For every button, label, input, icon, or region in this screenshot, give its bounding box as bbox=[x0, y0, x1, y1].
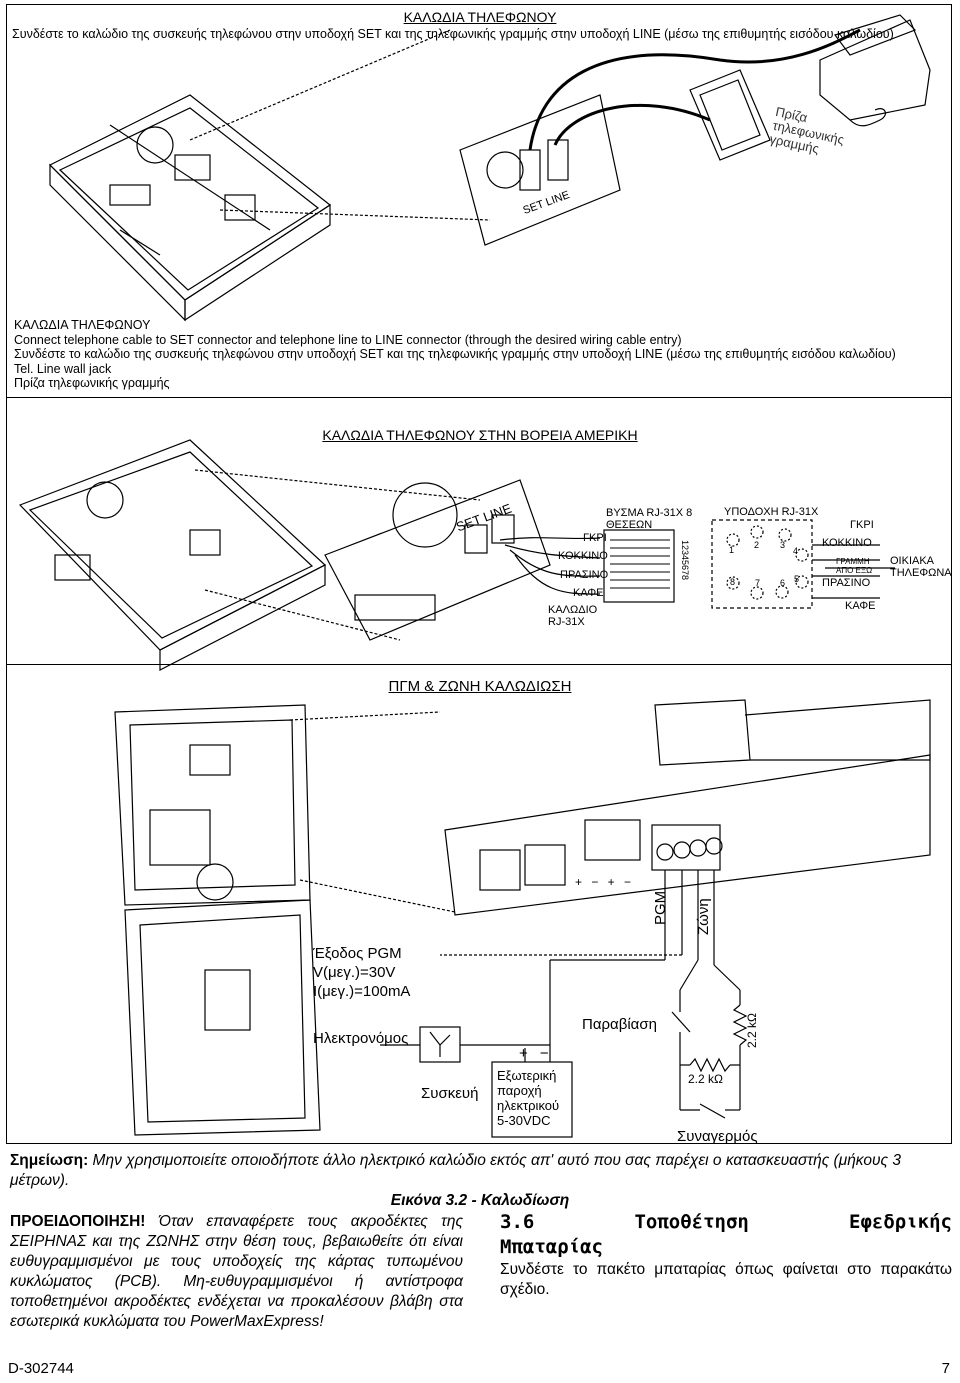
section-3-6-heading: 3.6 Τοποθέτηση Εφεδρικής Μπαταρίας bbox=[500, 1210, 952, 1260]
zone-label: Ζώνη bbox=[695, 898, 712, 935]
wire-brown-right: ΚΑΦΕ bbox=[845, 600, 876, 612]
relay-label: Ηλεκτρονόμος bbox=[313, 1030, 409, 1047]
device-label: Συσκευή bbox=[421, 1085, 479, 1102]
wire-green-left: ΠΡΑΣΙΝΟ bbox=[560, 569, 609, 581]
socket-pin-2: 2 bbox=[754, 540, 760, 550]
socket-pin-8: 8 bbox=[730, 577, 736, 587]
cable-label: ΚΑΛΩΔΙΟ RJ-31X bbox=[548, 604, 598, 628]
plug-pins: 12345678 bbox=[680, 540, 690, 581]
panel-drawing-1 bbox=[48, 94, 332, 322]
wire-gray-right: ΓΚΡΙ bbox=[850, 519, 874, 531]
wire-red-left: ΚΟΚΚΙΝΟ bbox=[558, 550, 608, 562]
divider bbox=[6, 397, 952, 398]
plug-title: ΒΥΣΜΑ RJ-31X 8 ΘΕΣΕΩΝ bbox=[606, 507, 693, 531]
resistor-v bbox=[732, 1004, 748, 1046]
alarm-switch bbox=[699, 1103, 726, 1119]
connector-zoom-2 bbox=[324, 479, 551, 641]
telephone bbox=[819, 14, 931, 127]
socket-pin-5: 5 bbox=[794, 574, 800, 584]
socket-pin-6: 6 bbox=[780, 578, 786, 588]
wire-red-right: ΚΟΚΚΙΝΟ bbox=[822, 537, 872, 549]
section1-subtitle: Συνδέστε το καλώδιο της συσκευής τηλεφών… bbox=[12, 27, 894, 41]
section1-legend: ΚΑΛΩΔΙΑ ΤΗΛΕΦΩΝΟΥ Connect telephone cabl… bbox=[14, 318, 896, 390]
warning-title: ΠΡΟΕΙΔΟΠΟΙΗΣΗ! bbox=[10, 1213, 146, 1230]
outside-line-label: ΓΡΑΜΜΗ ΑΠΟ ΕΞΩ bbox=[836, 557, 873, 575]
wire-brown-left: ΚΑΦΕ bbox=[573, 587, 604, 599]
alarm-label: Συναγερμός bbox=[677, 1128, 758, 1145]
document-number: D-302744 bbox=[8, 1360, 74, 1377]
pgm-output-spec: Έξοδος PGM V(μεγ.)=30V I(μεγ.)=100mA bbox=[313, 945, 411, 1000]
rj31x-plug bbox=[603, 529, 675, 603]
wire-gray-left: ΓΚΡΙ bbox=[583, 532, 607, 544]
section1-title: ΚΑΛΩΔΙΑ ΤΗΛΕΦΩΝΟΥ bbox=[403, 9, 557, 25]
heading-word-3: Μπαταρίας bbox=[500, 1236, 603, 1258]
section3-title: ΠΓΜ & ΖΩΝΗ ΚΑΛΩΔΙΩΣΗ bbox=[388, 678, 572, 695]
ext-supply-label: Εξωτερική παροχή ηλεκτρικού 5-30VDC bbox=[497, 1068, 560, 1128]
figure-frame bbox=[6, 4, 952, 1144]
resistor-h-label: 2.2 kΩ bbox=[688, 1072, 723, 1086]
socket-pin-3: 3 bbox=[780, 540, 786, 550]
resistor-v-label: 2.2 kΩ bbox=[745, 1013, 759, 1048]
socket-pin-7: 7 bbox=[755, 578, 761, 588]
section2-title: ΚΑΛΩΔΙΑ ΤΗΛΕΦΩΝΟΥ ΣΤΗΝ ΒΟΡΕΙΑ ΑΜΕΡΙΚΗ bbox=[322, 427, 638, 443]
heading-word-1: Τοποθέτηση bbox=[634, 1211, 749, 1233]
wire-green-right: ΠΡΑΣΙΝΟ bbox=[822, 577, 871, 589]
terminal-signs: + − + − bbox=[575, 875, 635, 889]
resistor-h bbox=[689, 1057, 731, 1073]
heading-word-2: Εφεδρικής bbox=[849, 1211, 952, 1233]
warning-text: Όταν επαναφέρετε τους ακροδέκτες της ΣΕΙ… bbox=[10, 1213, 463, 1330]
panel-drawing-2 bbox=[18, 439, 327, 671]
pgm-label: PGM bbox=[652, 890, 669, 925]
home-phones-label: ΟΙΚΙΑΚΑ ΤΗΛΕΦΩΝΑ bbox=[890, 555, 952, 579]
rj31x-socket bbox=[711, 519, 813, 609]
panel-drawing-3 bbox=[114, 704, 321, 1136]
heading-number: 3.6 bbox=[500, 1211, 535, 1233]
wall-jack bbox=[689, 69, 771, 161]
note-label: Σημείωση: bbox=[10, 1152, 89, 1169]
ext-supply-box bbox=[491, 1061, 573, 1138]
section-3-6-body: Συνδέστε το πακέτο μπαταρίας όπως φαίνετ… bbox=[500, 1261, 952, 1298]
note-text: Μην χρησιμοποιείτε οποιοδήποτε άλλο ηλεκ… bbox=[10, 1152, 901, 1189]
supply-polarity: + − bbox=[519, 1045, 553, 1062]
warning-paragraph: ΠΡΟΕΙΔΟΠΟΙΗΣΗ! Όταν επαναφέρετε τους ακρ… bbox=[10, 1212, 463, 1332]
note-paragraph: Σημείωση: Μην χρησιμοποιείτε οποιοδήποτε… bbox=[10, 1151, 950, 1191]
divider bbox=[6, 664, 952, 665]
figure-caption: Εικόνα 3.2 - Καλωδίωση bbox=[390, 1192, 570, 1209]
socket-title: ΥΠΟΔΟΧΗ RJ-31X bbox=[724, 506, 819, 518]
page-number: 7 bbox=[941, 1360, 950, 1377]
tamper-label: Παραβίαση bbox=[582, 1016, 657, 1033]
socket-pin-1: 1 bbox=[729, 545, 735, 555]
socket-pin-4: 4 bbox=[793, 546, 799, 556]
pcb-zoom bbox=[444, 699, 931, 916]
